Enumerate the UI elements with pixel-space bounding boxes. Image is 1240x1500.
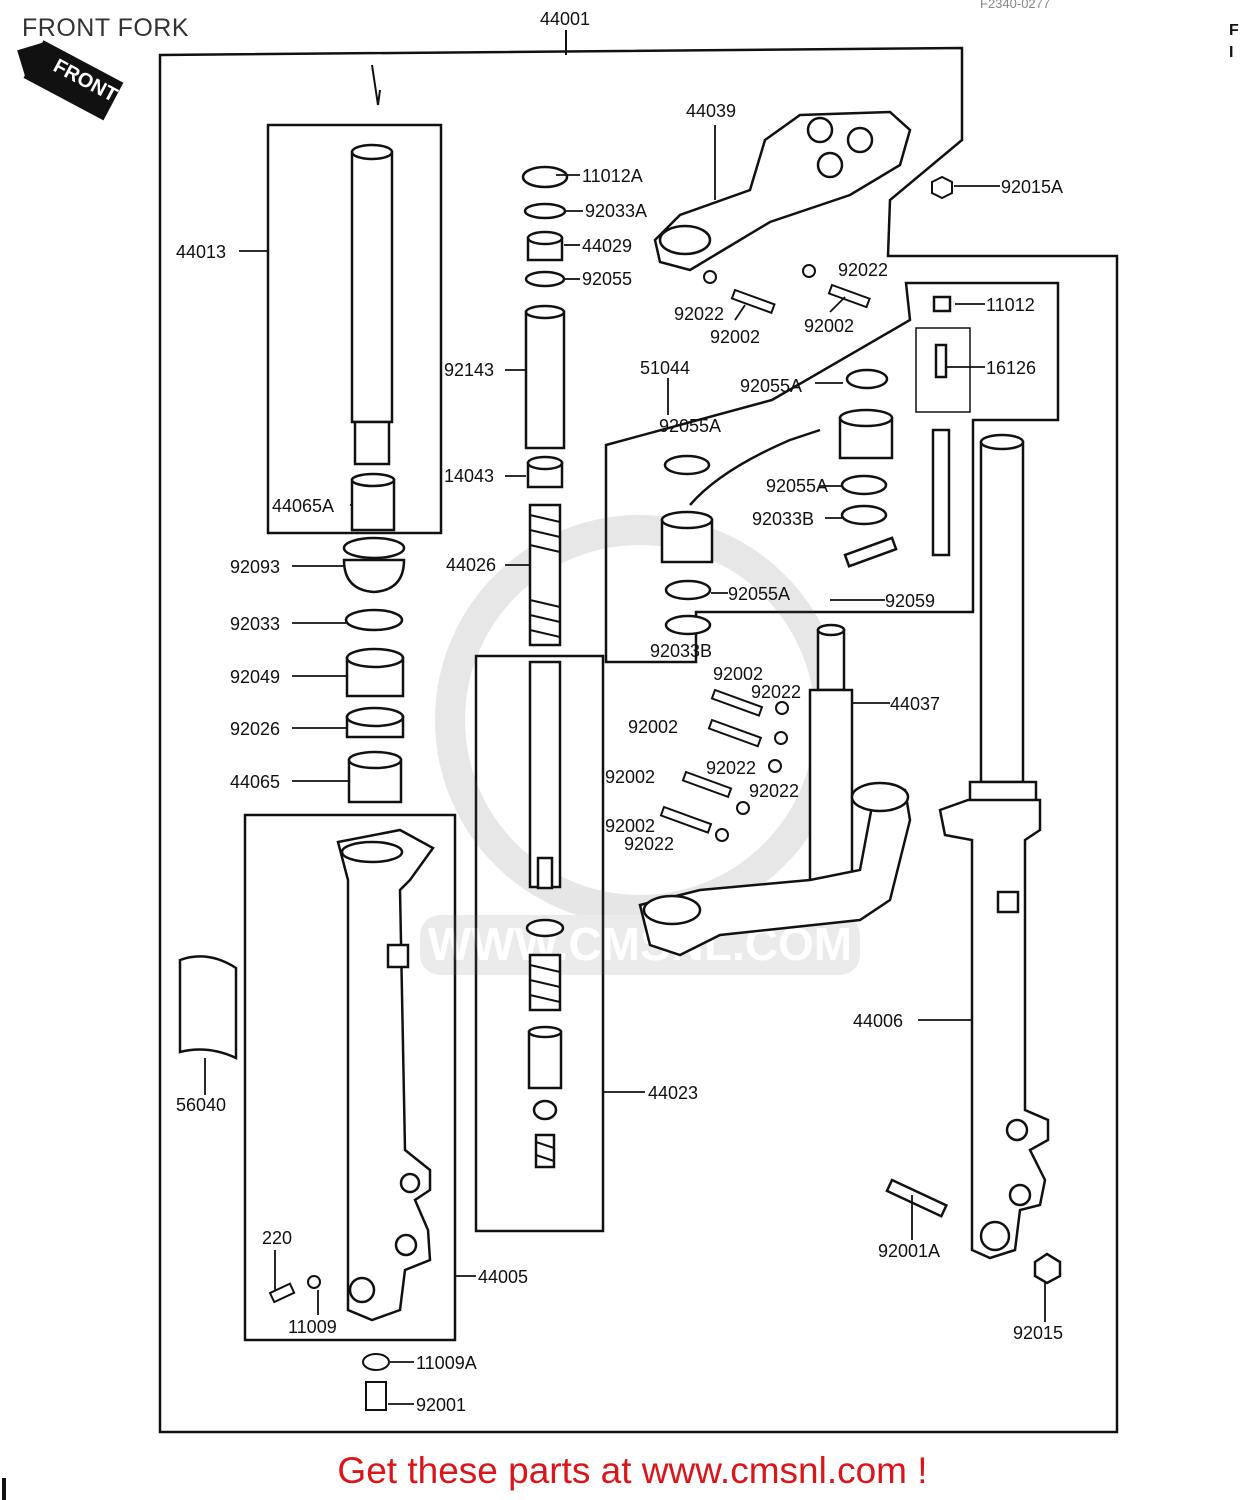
footer-text[interactable]: Get these parts at www.cmsnl.com !: [337, 1450, 928, 1491]
top-bracket: [653, 110, 912, 272]
label-44023: 44023: [648, 1083, 698, 1103]
fork-tube-box: [266, 123, 443, 535]
bolts-mid: [659, 688, 789, 842]
label-92093: 92093: [230, 557, 280, 577]
label-92022-mid-1: 92022: [751, 682, 801, 702]
label-92049: 92049: [230, 667, 280, 687]
label-92015: 92015: [1013, 1323, 1063, 1343]
label-44029: 44029: [582, 236, 632, 256]
label-92055A-left: 92055A: [659, 416, 721, 436]
label-92015A: 92015A: [1001, 177, 1063, 197]
label-92022-mid-3: 92022: [749, 781, 799, 801]
air-valve-parts: [660, 295, 952, 636]
label-92022-mid-2: 92022: [706, 758, 756, 778]
reflector: [178, 955, 238, 1060]
label-220: 220: [262, 1228, 292, 1248]
label-92022-mid-4: 92022: [624, 834, 674, 854]
bottom-bracket: [638, 623, 912, 957]
label-92033B-right: 92033B: [752, 509, 814, 529]
label-11009: 11009: [288, 1317, 337, 1337]
outer-tube-left: [336, 828, 435, 1322]
right-column-header-b: I: [1229, 44, 1234, 61]
right-column-header-a: F: [1229, 22, 1239, 39]
label-92002-mid-3: 92002: [605, 767, 655, 787]
label-44026: 44026: [446, 555, 496, 575]
damper-box: [474, 654, 605, 1233]
label-92143: 92143: [444, 360, 494, 380]
label-92002-mid-2: 92002: [628, 717, 678, 737]
label-44001: 44001: [540, 9, 590, 29]
label-44065A: 44065A: [272, 496, 334, 516]
label-92002-top-right: 92002: [804, 316, 854, 336]
leader-lines: [204, 125, 1046, 1405]
label-44005: 44005: [478, 1267, 528, 1287]
label-92055A-lower: 92055A: [728, 584, 790, 604]
label-92002-mid-1: 92002: [713, 664, 763, 684]
reference-code: F2340-0277: [980, 0, 1051, 11]
label-92033A: 92033A: [585, 201, 647, 221]
seal-stack: [342, 536, 406, 804]
label-92055: 92055: [582, 269, 632, 289]
label-92026: 92026: [230, 719, 280, 739]
label-56040: 56040: [176, 1095, 226, 1115]
label-92033: 92033: [230, 614, 280, 634]
inner-tube: [350, 143, 396, 532]
front-badge: [17, 40, 124, 121]
label-92022-top-left: 92022: [674, 304, 724, 324]
valve-box: [915, 327, 971, 413]
accessory-box: [604, 281, 1060, 664]
label-11009A: 11009A: [416, 1353, 477, 1373]
label-44065: 44065: [230, 772, 280, 792]
spring-coils: [529, 514, 561, 1162]
page-title: FRONT FORK: [22, 14, 190, 42]
label-14043: 14043: [444, 466, 494, 486]
label-92001: 92001: [416, 1395, 466, 1415]
label-92055A-upper: 92055A: [740, 376, 802, 396]
label-11012A: 11012A: [582, 166, 643, 186]
label-92001A: 92001A: [878, 1241, 940, 1261]
edge-mark: [2, 1478, 6, 1500]
footer-link[interactable]: Get these parts at www.cmsnl.com !: [0, 1450, 1240, 1492]
label-92059: 92059: [885, 591, 935, 611]
label-92022-top-right: 92022: [838, 260, 888, 280]
lower-tube-box: [243, 813, 457, 1342]
label-92033B-lower: 92033B: [650, 641, 712, 661]
label-16126: 16126: [986, 358, 1036, 378]
label-44006: 44006: [853, 1011, 903, 1031]
label-44039: 44039: [686, 101, 736, 121]
label-51044: 51044: [640, 358, 690, 378]
small-parts-bottom: [268, 1275, 390, 1411]
label-44013: 44013: [176, 242, 226, 262]
label-92002-mid-4: 92002: [605, 816, 655, 836]
center-column: [521, 165, 569, 1169]
part-labels: 44001 44039 11012A 92033A 44029 92055 92…: [176, 9, 1063, 1415]
label-92002-top-left: 92002: [710, 327, 760, 347]
label-92055A-right: 92055A: [766, 476, 828, 496]
label-44037: 44037: [890, 694, 940, 714]
label-11012: 11012: [986, 295, 1035, 315]
outer-tube-right: [885, 433, 1062, 1285]
assembly-outline: [158, 46, 1119, 1434]
bolts-top: [703, 175, 953, 315]
